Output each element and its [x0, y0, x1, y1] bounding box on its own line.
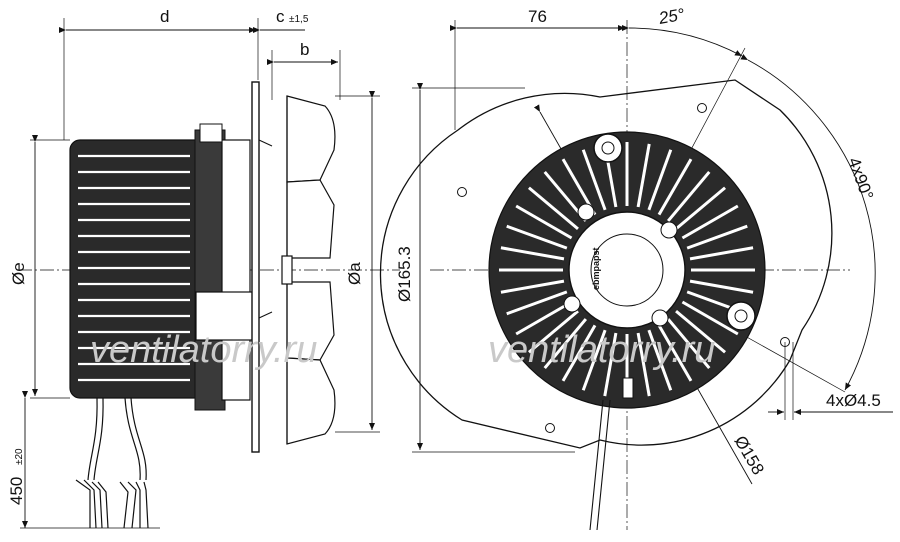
rotor-fin — [500, 246, 565, 261]
e-diameter-label: Øe — [9, 262, 28, 285]
holes-angle-label: 4x90° — [844, 155, 877, 203]
angle25-label: 25° — [656, 5, 686, 28]
cable-bundle — [75, 397, 149, 529]
front-cable — [589, 399, 611, 531]
mounting-plate-outline — [379, 79, 833, 449]
d-label: d — [160, 7, 169, 26]
rotor-fin — [675, 186, 727, 231]
rotor-fin — [657, 324, 693, 382]
rotor-fin — [647, 329, 673, 391]
d165-label: Ø165.3 — [395, 246, 414, 302]
rotor-fin — [681, 204, 739, 240]
rotor-fin — [527, 186, 579, 231]
rotor-fin — [581, 329, 607, 391]
rotor-fin — [515, 300, 573, 336]
cable-length-label: 450 — [7, 477, 26, 505]
watermark: ventilatorry.ru — [90, 329, 317, 371]
mount-hole — [545, 423, 555, 433]
rotor-fin — [506, 224, 568, 250]
rotor-fin — [689, 279, 754, 294]
rotor-fin — [636, 332, 651, 397]
motor-rotor-front — [488, 131, 766, 409]
rotor-fin — [675, 309, 727, 354]
angle90-arc — [740, 54, 876, 391]
rotor-fin — [636, 143, 651, 208]
rotor-fin — [657, 158, 693, 216]
cable-tolerance-label: ±20 — [14, 448, 25, 465]
holes-label: 4xØ4.5 — [826, 391, 881, 410]
w76-label: 76 — [528, 7, 547, 26]
rotor-fin — [666, 170, 711, 222]
b-label: b — [300, 40, 309, 59]
hub-brand-text: ebmpapst — [591, 247, 601, 290]
front-view: ebmpapst 76 25° 4x90° Ø165.3 Ø158 4xØ4.5 — [379, 5, 893, 531]
rotor-fin — [666, 318, 711, 370]
c-tolerance-label: ±1,5 — [289, 14, 309, 25]
rotor-fin — [647, 149, 673, 211]
impeller-side — [281, 95, 336, 445]
mount-hole — [697, 103, 707, 113]
rotor-fin — [561, 324, 597, 382]
rotor-fin — [681, 300, 739, 336]
rotor-fin — [581, 149, 607, 211]
mounting-plate — [251, 81, 260, 453]
rotor-fin — [603, 332, 618, 397]
side-view: d c ±1,5 b Øe Øa 450 ±20 — [7, 7, 400, 529]
rotor-fin — [506, 290, 568, 316]
rotor-fin — [543, 318, 588, 370]
rotor-fin — [500, 279, 565, 294]
watermark: ventilatorry.ru — [488, 329, 715, 371]
c-label: c — [276, 7, 285, 26]
motor-housing — [69, 123, 255, 411]
rotor-fin — [515, 204, 573, 240]
a-diameter-label: Øa — [345, 262, 364, 285]
angle25-arc — [621, 24, 743, 57]
mount-hole — [457, 187, 467, 197]
rotor-fin — [686, 224, 748, 250]
rotor-fin — [689, 246, 754, 261]
rotor-fin — [527, 309, 579, 354]
